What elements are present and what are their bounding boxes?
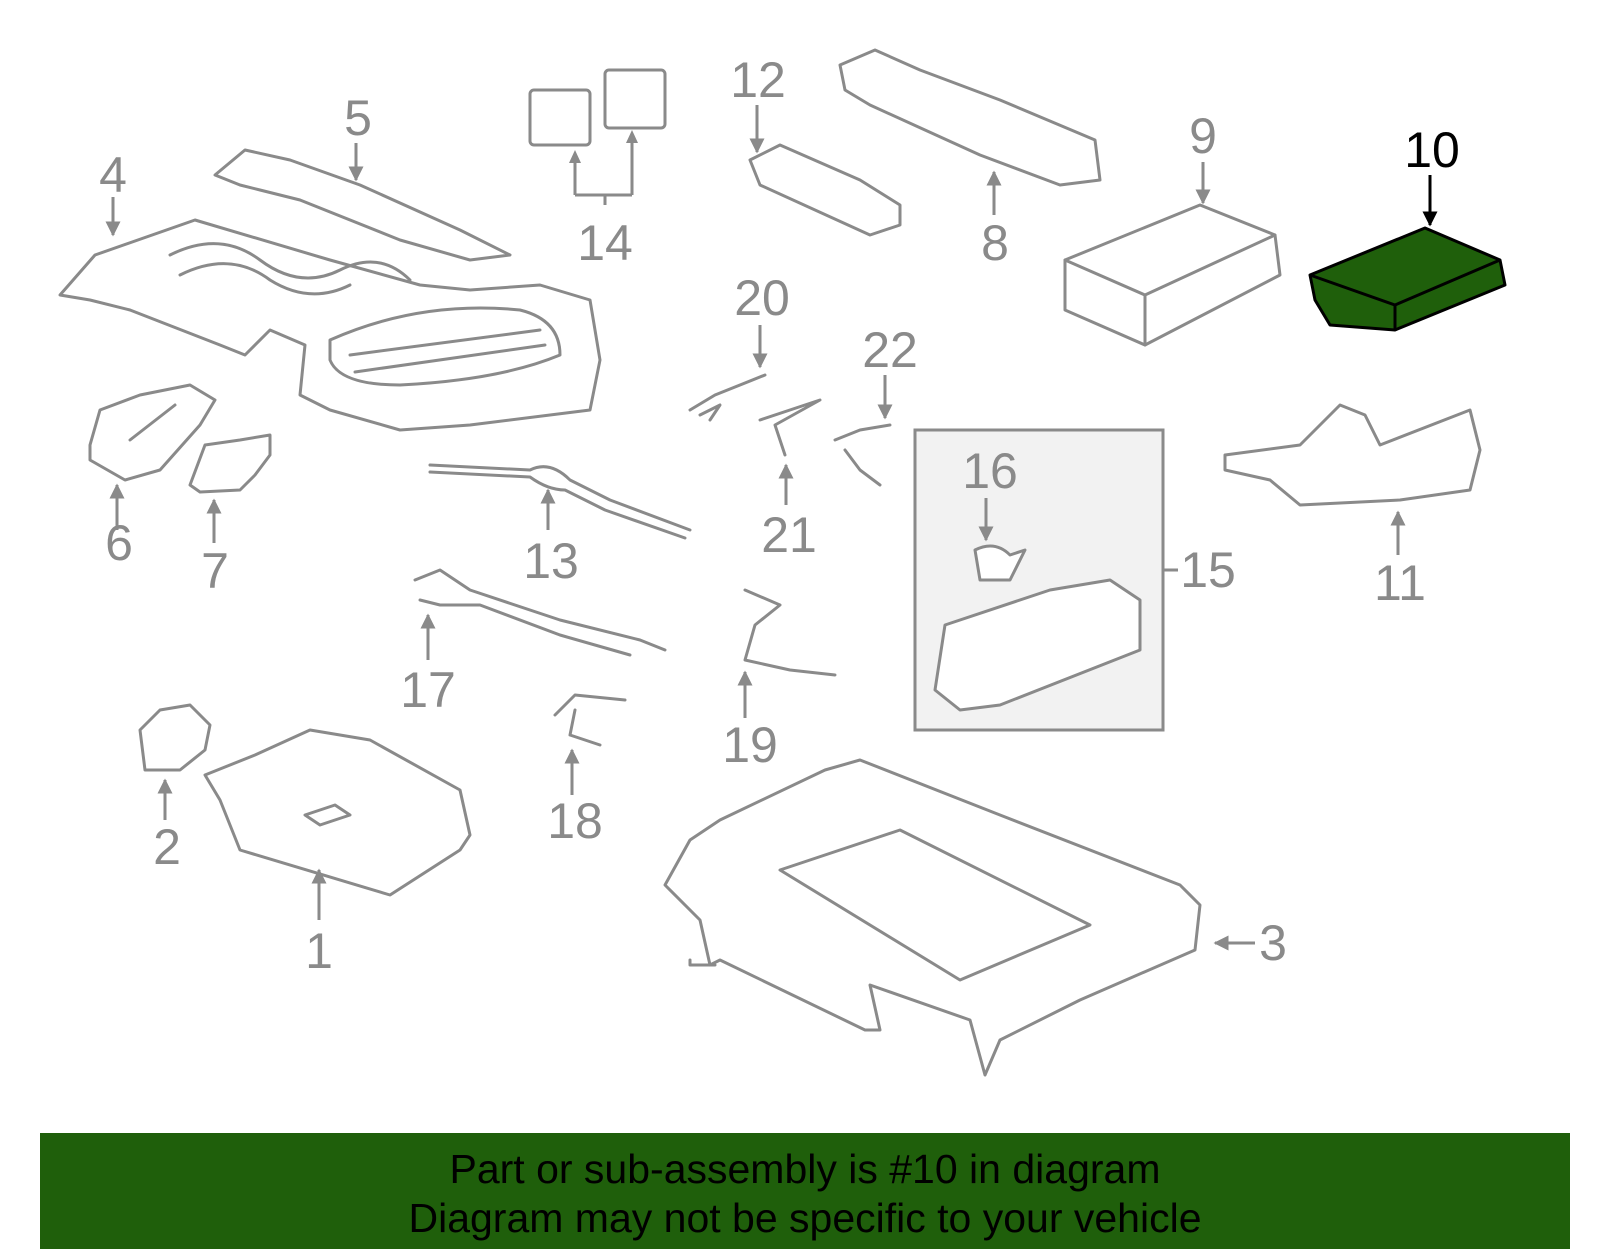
info-banner: Part or sub-assembly is #10 in diagram D… [40, 1133, 1570, 1249]
part-17-bus-bar[interactable] [413, 568, 667, 657]
part-8-bus-bar[interactable] [838, 48, 1102, 187]
callout-2: 2 [153, 819, 181, 875]
callout-4: 4 [99, 147, 127, 203]
callout-9: 9 [1189, 108, 1217, 164]
callout-12: 12 [730, 52, 786, 108]
callout-7: 7 [201, 543, 229, 599]
part-21-bracket[interactable] [758, 398, 822, 457]
part-18-bus-bar[interactable] [553, 693, 627, 747]
callout-21: 21 [761, 507, 817, 563]
part-22-bracket[interactable] [833, 423, 892, 487]
banner-line-2: Diagram may not be specific to your vehi… [408, 1195, 1202, 1241]
callout-22: 22 [862, 322, 918, 378]
callout-17: 17 [400, 662, 456, 718]
part-14-relays[interactable] [528, 68, 667, 147]
part-4-battery-cover[interactable] [58, 218, 602, 432]
part-3-battery-tray[interactable] [663, 758, 1202, 1077]
callout-8: 8 [981, 215, 1009, 271]
callout-1: 1 [305, 923, 333, 979]
callout-13: 13 [523, 533, 579, 589]
callout-19: 19 [722, 717, 778, 773]
callout-5: 5 [344, 90, 372, 146]
part-2-cover[interactable] [138, 703, 212, 772]
callout-14: 14 [577, 215, 633, 271]
part-12-terminal-block[interactable] [748, 143, 902, 237]
part-9-control-unit[interactable] [1063, 203, 1282, 347]
part-15-fuse-box-group[interactable] [913, 428, 1165, 732]
part-19-bus-bar[interactable] [743, 588, 837, 677]
part-6-bracket[interactable] [88, 383, 217, 482]
callout-16: 16 [962, 443, 1018, 499]
part-13-cable[interactable] [428, 463, 692, 540]
callout-15: 15 [1180, 542, 1236, 598]
callout-18: 18 [547, 793, 603, 849]
banner-line-1: Part or sub-assembly is #10 in diagram [449, 1146, 1161, 1192]
part-10-highlighted-module[interactable] [1308, 226, 1507, 332]
part-5-bracket[interactable] [213, 148, 512, 262]
part-20-bracket[interactable] [688, 373, 767, 422]
callout-3: 3 [1259, 915, 1287, 971]
callouts: 1 2 3 4 5 6 7 8 9 10 11 12 13 14 15 16 1… [99, 52, 1460, 979]
callout-20: 20 [734, 270, 790, 326]
part-11-bracket[interactable] [1223, 403, 1482, 507]
callout-10: 10 [1404, 122, 1460, 178]
part-7-clip[interactable] [188, 433, 272, 494]
callout-11: 11 [1374, 555, 1426, 611]
callout-6: 6 [105, 515, 133, 571]
part-1-module[interactable] [203, 728, 472, 897]
